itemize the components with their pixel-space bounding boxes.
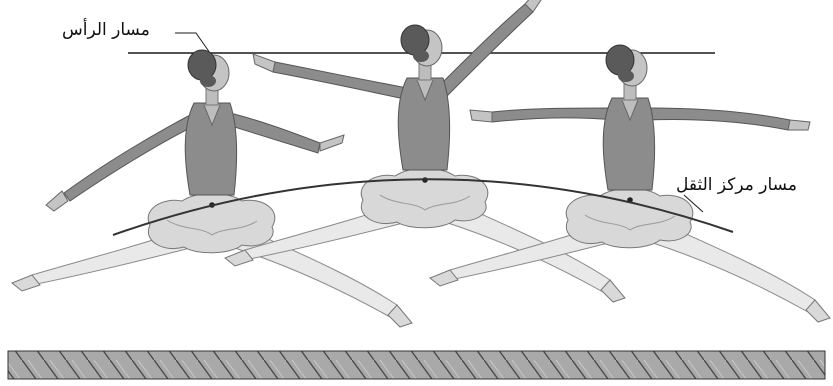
center-of-mass-path-label: مسار مركز الثقل (676, 177, 797, 194)
head-path-label: مسار الرأس (62, 22, 150, 39)
floor-strip (8, 351, 825, 379)
dancer-figure-1 (12, 50, 412, 327)
